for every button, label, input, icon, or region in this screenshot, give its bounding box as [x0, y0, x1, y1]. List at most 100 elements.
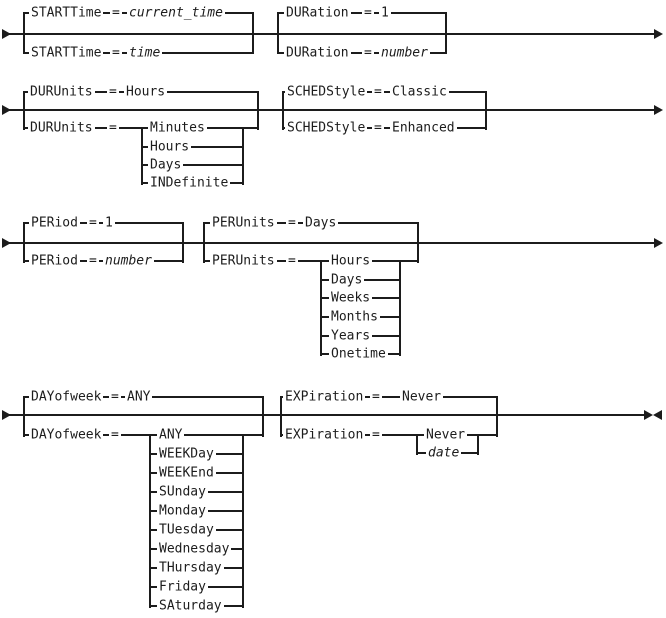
rail-line-h — [142, 164, 243, 166]
schedstyle-keyword-default: SCHEDStyle — [285, 84, 368, 100]
perunits-option: Onetime — [329, 346, 388, 362]
rail-line-v — [262, 396, 264, 437]
schedstyle-value-alt: Enhanced — [390, 120, 457, 136]
equals-sign: = — [110, 5, 122, 21]
expiration-keyword-default: EXPiration — [283, 389, 366, 405]
equals-sign: = — [107, 84, 119, 100]
equals-sign: = — [87, 253, 99, 269]
duration-value-alt: number — [379, 45, 430, 61]
rail-line-v — [496, 396, 498, 437]
dayofweek-option: THursday — [157, 560, 224, 576]
durunits-option: INDefinite — [148, 175, 231, 191]
equals-sign: = — [109, 427, 121, 443]
row2-main-line — [8, 109, 656, 111]
dayofweek-keyword-alt: DAYofweek — [29, 427, 104, 443]
schedstyle-keyword-alt: SCHEDStyle — [285, 120, 368, 136]
rail-line-v — [141, 127, 143, 185]
equals-sign: = — [87, 215, 99, 231]
dayofweek-option: Wednesday — [157, 541, 232, 557]
row1-main-line — [8, 33, 656, 35]
diagram-end-left-arrow-icon — [653, 410, 662, 420]
row4-main-line — [8, 414, 648, 416]
rail-line-v — [282, 91, 284, 130]
perunits-keyword-default: PERUnits — [210, 215, 277, 231]
rail-line-h — [142, 146, 243, 148]
equals-sign: = — [372, 84, 384, 100]
perunits-option: Months — [329, 309, 380, 325]
rail-line-v — [280, 396, 282, 437]
equals-sign: = — [372, 120, 384, 136]
rail-line-v — [445, 12, 447, 54]
dayofweek-option: WEEKEnd — [157, 465, 216, 481]
rail-line-v — [257, 91, 259, 130]
rail-line-h — [24, 434, 263, 436]
rail-line-h — [283, 91, 486, 93]
durunits-option: Days — [148, 157, 184, 173]
dayofweek-option: Friday — [157, 579, 208, 595]
rail-line-v — [242, 127, 244, 185]
equals-sign: = — [110, 45, 122, 61]
dayofweek-keyword-default: DAYofweek — [29, 389, 104, 405]
dayofweek-option: SAturday — [157, 598, 224, 614]
durunits-keyword-default: DURUnits — [28, 84, 95, 100]
durunits-keyword-alt: DURUnits — [28, 120, 95, 136]
dayofweek-option: Monday — [157, 503, 208, 519]
equals-sign: = — [362, 45, 374, 61]
duration-keyword-default: DURation — [284, 5, 351, 21]
row3-start-arrow-icon — [2, 238, 11, 248]
rail-line-v — [203, 222, 205, 263]
equals-sign: = — [109, 389, 121, 405]
perunits-option: Days — [329, 272, 365, 288]
rail-line-v — [182, 222, 184, 263]
rail-line-h — [281, 434, 497, 436]
starttime-value-default: current_time — [127, 5, 225, 21]
dayofweek-option: ANY — [157, 427, 185, 443]
perunits-option: Hours — [329, 253, 373, 269]
row1-start-arrow-icon — [2, 29, 11, 39]
diagram-end-right-arrow-icon — [644, 410, 653, 420]
rail-line-v — [23, 12, 25, 54]
expiration-value-default: Never — [400, 389, 444, 405]
rail-line-v — [23, 91, 25, 130]
starttime-value-alt: time — [127, 45, 163, 61]
rail-line-v — [252, 12, 254, 54]
rail-line-v — [23, 396, 25, 437]
rail-line-v — [399, 260, 401, 356]
starttime-keyword-alt: STARTTime — [29, 45, 104, 61]
dayofweek-value-default: ANY — [125, 389, 153, 405]
period-value-alt: number — [103, 253, 154, 269]
period-keyword-alt: PERiod — [29, 253, 80, 269]
equals-sign: = — [370, 389, 382, 405]
rail-line-h — [283, 127, 486, 129]
rail-line-v — [23, 222, 25, 263]
equals-sign: = — [370, 427, 382, 443]
row2-continue-arrow-icon — [654, 105, 663, 115]
dayofweek-option: SUnday — [157, 484, 208, 500]
durunits-value-default: Hours — [124, 84, 168, 100]
rail-line-h — [281, 396, 497, 398]
row2-start-arrow-icon — [2, 105, 11, 115]
perunits-keyword-alt: PERUnits — [210, 253, 277, 269]
row4-start-arrow-icon — [2, 410, 11, 420]
equals-sign: = — [286, 215, 298, 231]
rail-line-v — [416, 434, 418, 455]
expiration-option: date — [426, 445, 462, 461]
dayofweek-option: WEEKDay — [157, 446, 216, 462]
row1-continue-arrow-icon — [654, 29, 663, 39]
rail-line-h — [204, 260, 418, 262]
expiration-keyword-alt: EXPiration — [283, 427, 366, 443]
starttime-keyword-default: STARTTime — [29, 5, 104, 21]
perunits-option: Weeks — [329, 290, 373, 306]
expiration-option: Never — [424, 427, 468, 443]
period-value-default: 1 — [103, 215, 115, 231]
equals-sign: = — [286, 253, 298, 269]
dayofweek-option: TUesday — [157, 522, 216, 538]
row3-continue-arrow-icon — [654, 238, 663, 248]
rail-line-v — [277, 12, 279, 54]
rail-line-v — [485, 91, 487, 130]
perunits-option: Years — [329, 328, 373, 344]
rail-line-v — [477, 434, 479, 455]
durunits-option: Hours — [148, 139, 192, 155]
equals-sign: = — [362, 5, 374, 21]
